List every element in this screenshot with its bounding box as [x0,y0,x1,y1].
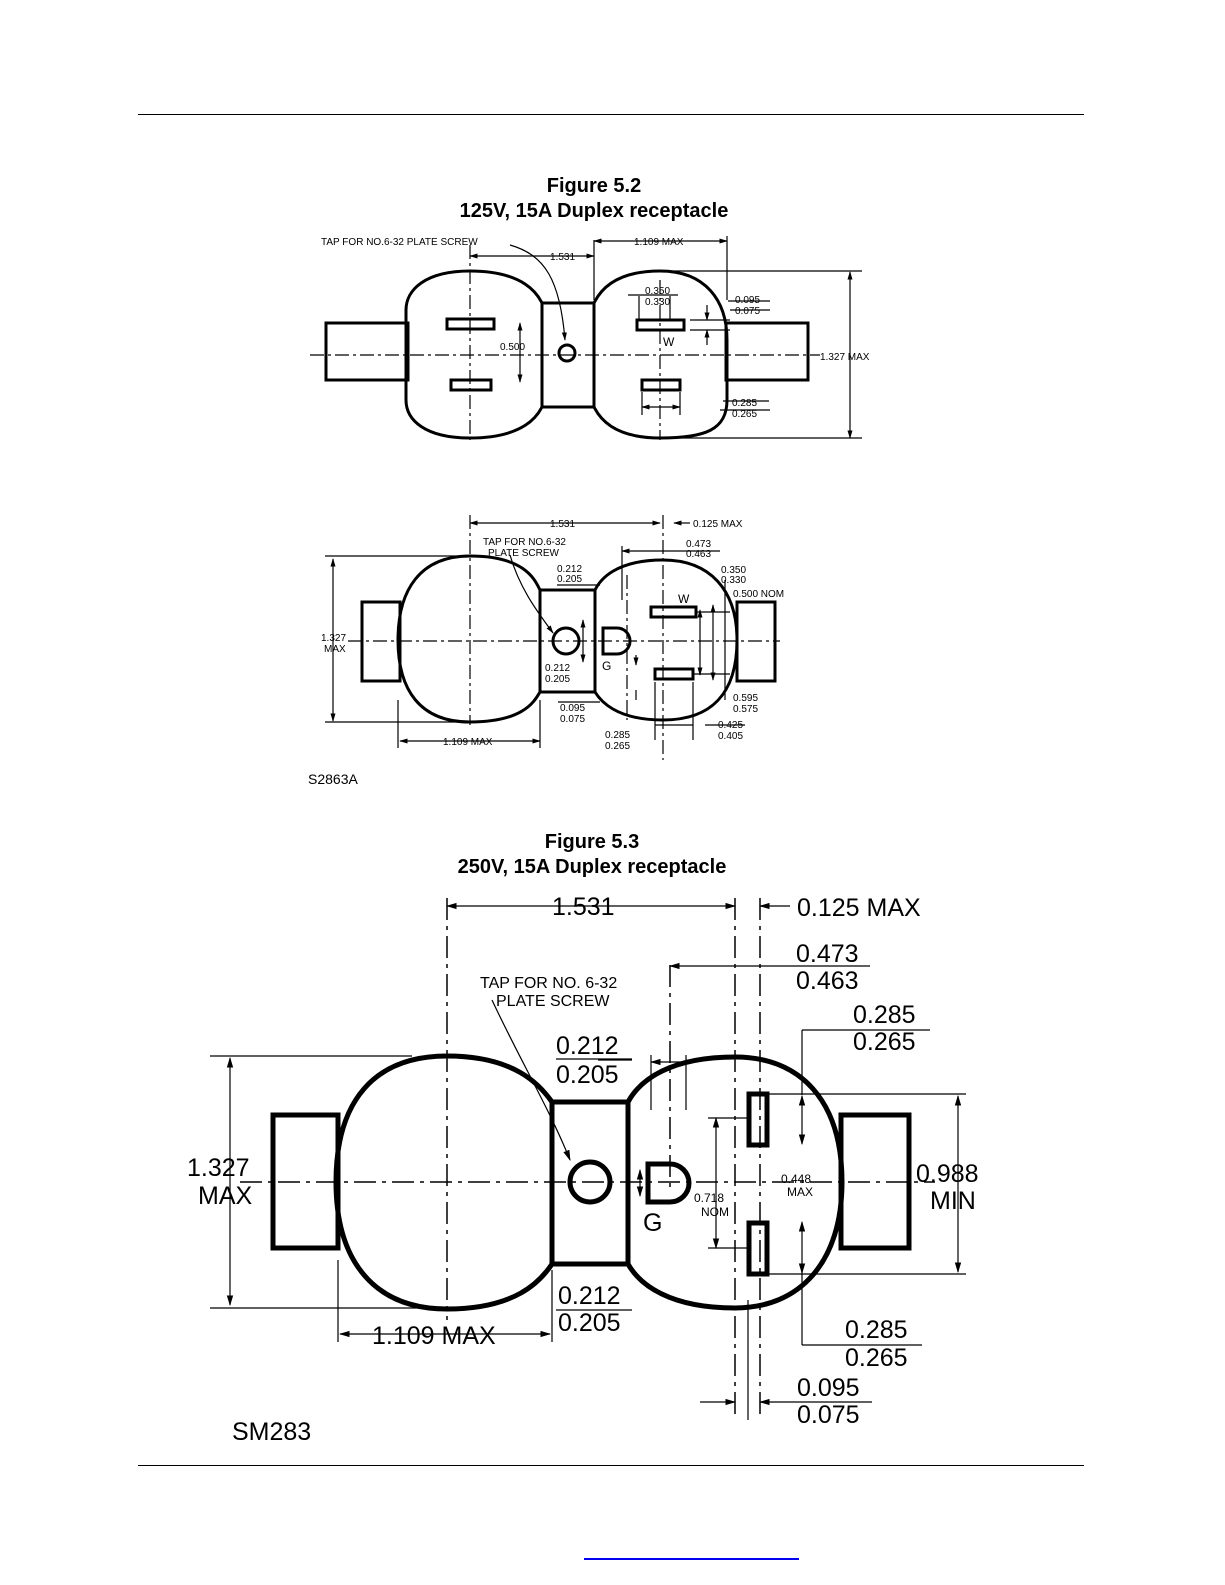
dim-0285: 0.285 [605,730,630,741]
dim-0500: 0.500 [500,342,525,353]
slot-top [649,605,698,619]
g-mark: G [643,1209,662,1237]
dim-0473: 0.473 [686,539,711,550]
w-mark: W [663,335,675,349]
figure-5-3-view: 1.531 0.125 MAX 0.473 0.463 TAP FOR NO. … [187,893,979,1446]
figure-5-3-subtitle: 250V, 15A Duplex receptacle [457,856,727,878]
dim-0212-top: 0.212 [556,1032,619,1060]
dim-0718-nom: NOM [701,1205,729,1219]
dim-0212-top: 0.212 [557,564,582,575]
dim-0265-top: 0.265 [853,1028,916,1056]
dim-0595: 0.595 [733,693,758,704]
dim-0448-value: 0.448 [781,1172,811,1186]
slot-bottom [746,1220,770,1277]
w-mark: W [678,592,690,606]
dim-0265: 0.265 [605,741,630,752]
tap-note-2: PLATE SCREW [496,993,610,1010]
dim-0095: 0.095 [797,1374,860,1402]
dim-1327: 1.327 MAX [820,352,870,363]
dim-0988-value: 0.988 [916,1160,979,1188]
figure-5-2-bottom-view: 1.531 0.125 MAX TAP FOR NO.6-32 PLATE SC… [308,515,784,787]
dim-0473: 0.473 [796,940,859,968]
dim-1327-value: 1.327 [321,633,346,644]
dim-0075: 0.075 [560,714,585,725]
dim-0330: 0.330 [721,575,746,586]
dim-0988-min: MIN [930,1187,976,1215]
screw-hole [551,626,581,656]
dim-0095: 0.095 [735,295,760,306]
dim-1531: 1.531 [550,519,575,530]
dim-0205-bottom: 0.205 [558,1309,621,1337]
dim-0405: 0.405 [718,731,743,742]
dim-0075: 0.075 [797,1401,860,1429]
figure-5-2-subtitle: 125V, 15A Duplex receptacle [459,200,729,222]
drawing-code: S2863A [308,771,358,787]
dim-0285-top: 0.285 [853,1001,916,1029]
tap-note: TAP FOR NO.6-32 PLATE SCREW [321,237,478,248]
slot-top-right [635,318,686,332]
dim-0265-bottom: 0.265 [845,1344,908,1372]
dim-1109: 1.109 MAX [443,737,493,748]
dim-0205-top: 0.205 [557,574,582,585]
dim-1327-max: MAX [324,644,346,655]
dim-0330: 0.330 [645,297,670,308]
dim-0205-bottom: 0.205 [545,674,570,685]
screw-hole [557,343,577,363]
dim-0285-bottom: 0.285 [845,1316,908,1344]
slot-top [746,1091,770,1148]
dim-0350: 0.350 [645,286,670,297]
footer-rule [138,1465,1084,1466]
dim-1531: 1.531 [552,893,615,921]
drawing-code: SM283 [232,1418,311,1446]
footer-link-underline[interactable] [584,1558,799,1560]
dim-0205-top: 0.205 [556,1061,619,1089]
dim-0212-bottom: 0.212 [545,663,570,674]
ground-hole [645,1161,692,1205]
dim-0075: 0.075 [735,306,760,317]
slot-bottom-right [640,378,682,392]
dim-0463: 0.463 [796,967,859,995]
figure-5-2-top-view: TAP FOR NO.6-32 PLATE SCREW 1.531 1.109 … [310,236,870,440]
dim-1327-value: 1.327 [187,1154,250,1182]
dim-1327-max: MAX [198,1182,253,1210]
figure-5-3-title: Figure 5.3 [544,831,640,853]
tap-note-1: TAP FOR NO. 6-32 [480,975,617,992]
dim-0448-max: MAX [787,1185,813,1199]
tap-note-2: PLATE SCREW [488,548,559,559]
dim-0463: 0.463 [686,549,711,560]
dim-0265: 0.265 [732,409,757,420]
slot-top-left [445,317,496,331]
slot-bottom [653,667,695,681]
dim-0500-nom: 0.500 NOM [733,589,784,600]
ground-hole [601,626,632,656]
header-rule [138,114,1084,115]
dim-0718-value: 0.718 [694,1191,724,1205]
slot-bottom-left [449,378,493,392]
dim-0285: 0.285 [732,398,757,409]
screw-hole [567,1159,613,1205]
dim-0125: 0.125 MAX [797,894,921,922]
dim-0212-bottom: 0.212 [558,1282,621,1310]
dim-0350: 0.350 [721,565,746,576]
dim-1109: 1.109 MAX [372,1322,496,1350]
g-mark: G [602,659,611,673]
dim-0095: 0.095 [560,703,585,714]
dim-0575: 0.575 [733,704,758,715]
tap-note-1: TAP FOR NO.6-32 [483,537,566,548]
dim-1109: 1.109 MAX [634,237,684,248]
dim-0125: 0.125 MAX [693,519,743,530]
dim-0425: 0.425 [718,720,743,731]
dim-1531: 1.531 [550,252,575,263]
figure-5-2-title: Figure 5.2 [546,175,642,197]
